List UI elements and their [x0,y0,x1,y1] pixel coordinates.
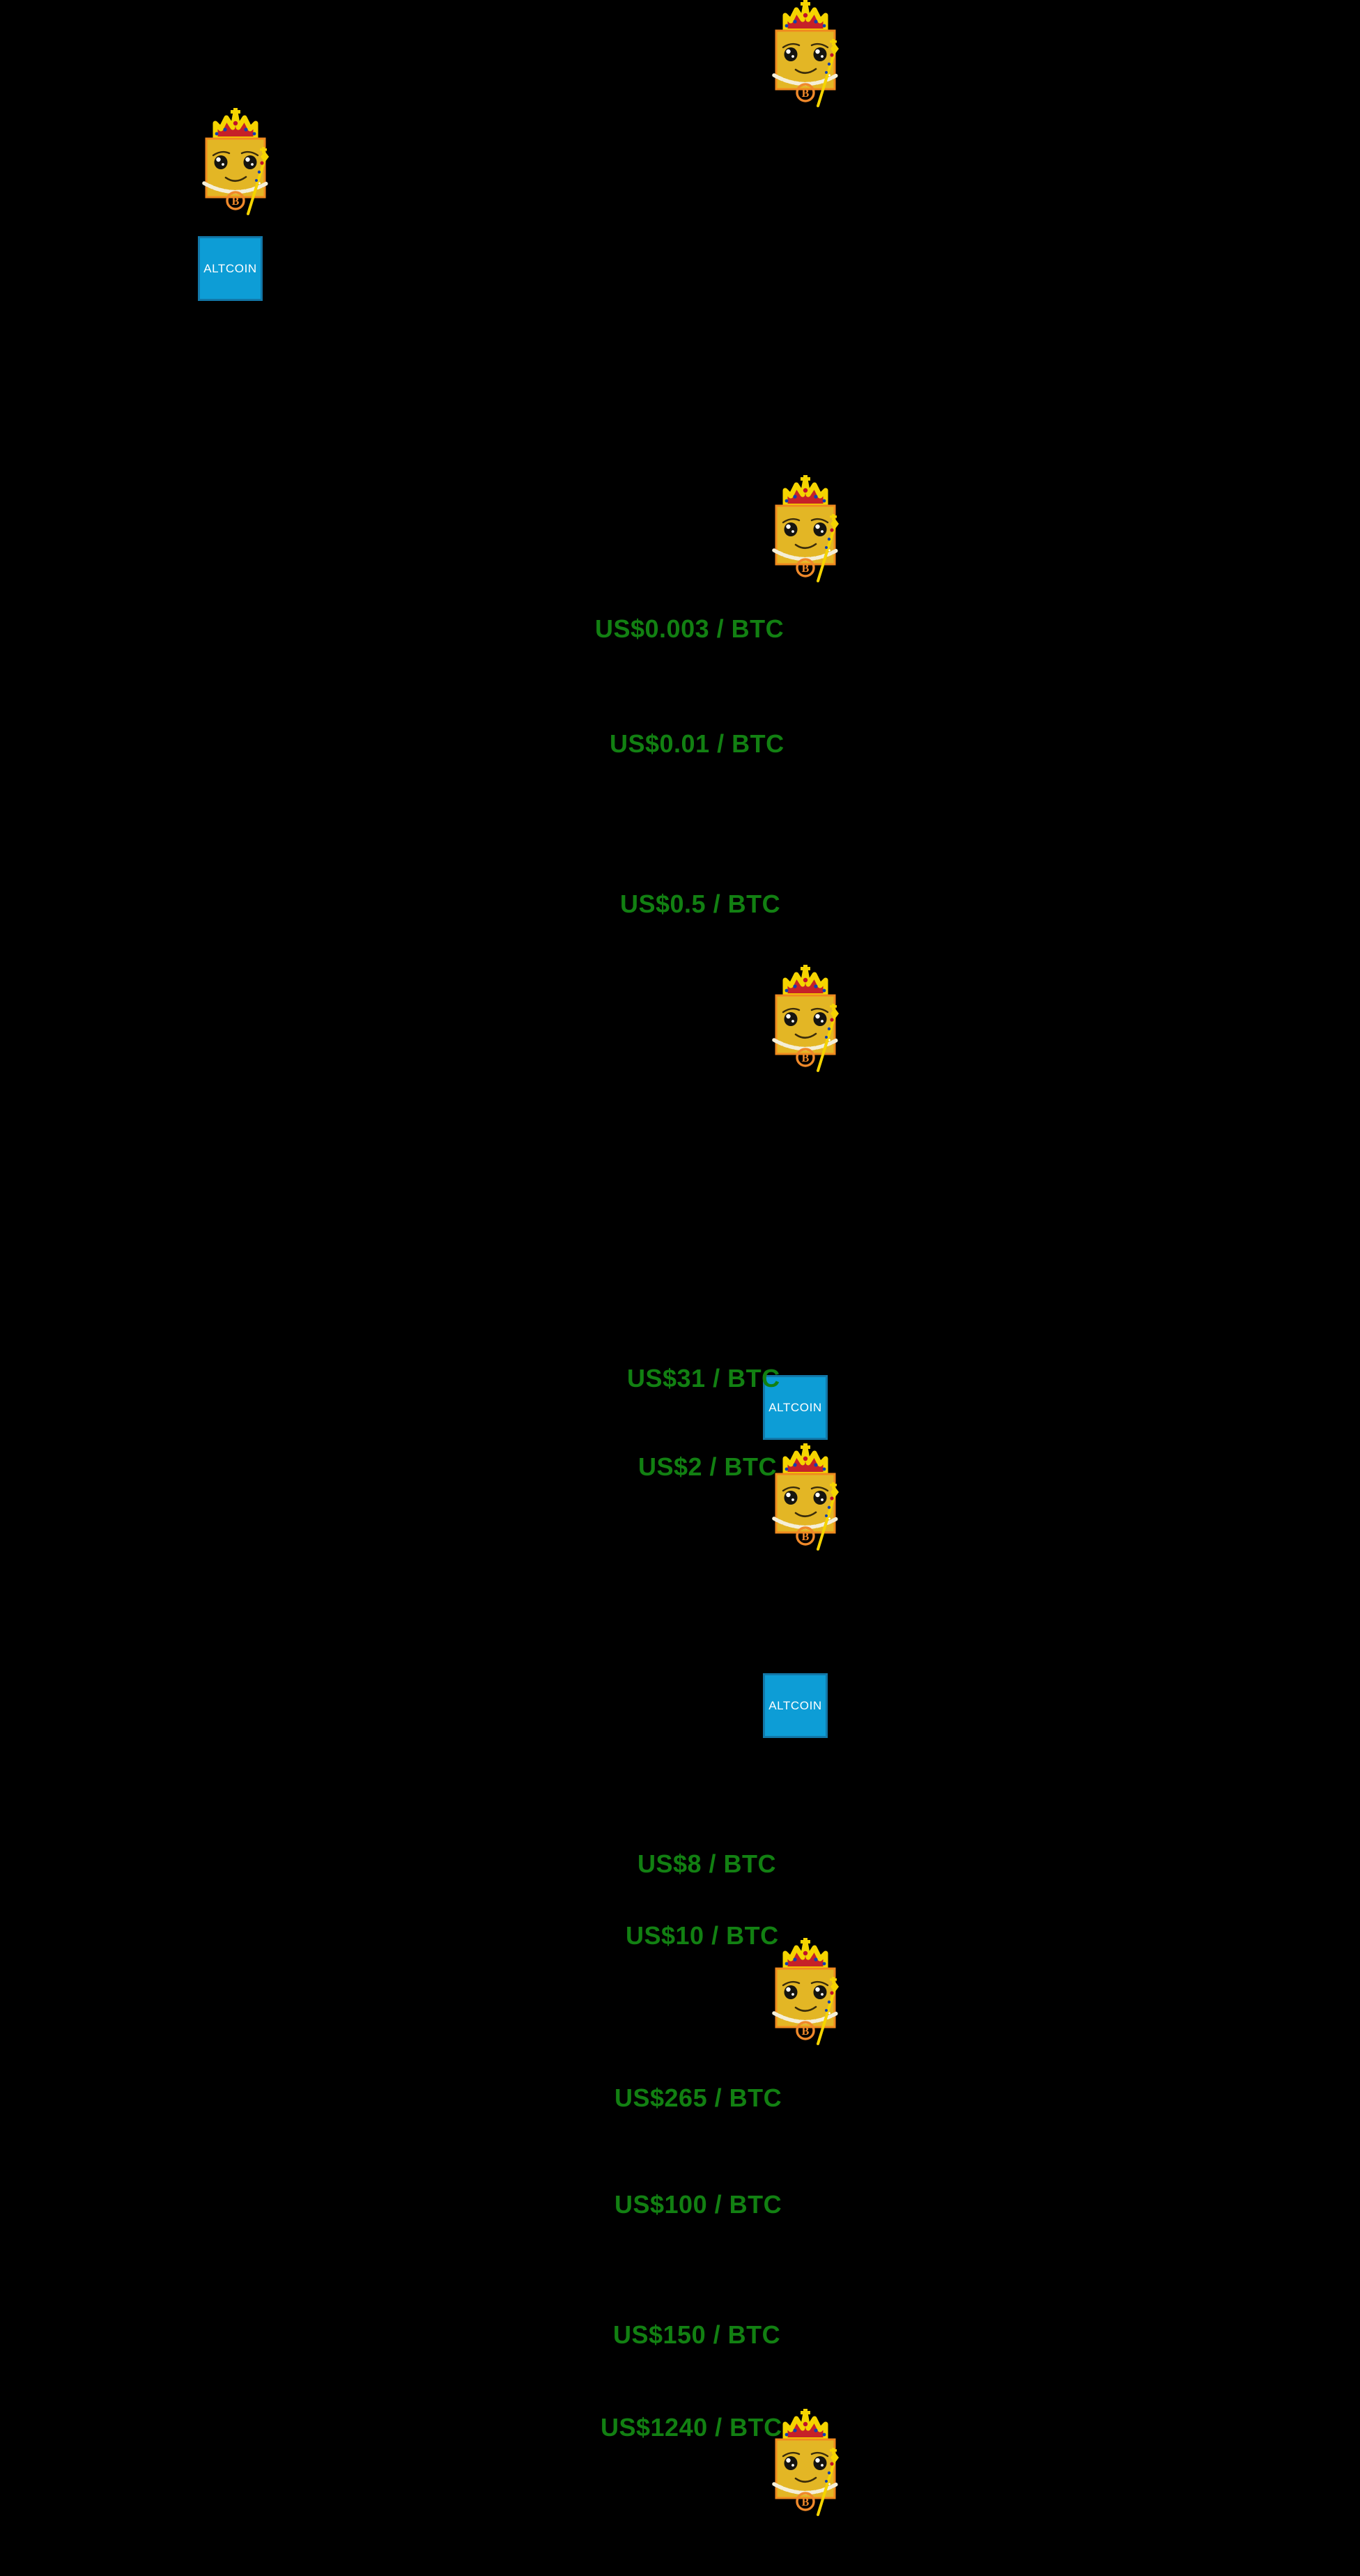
bitcoin-medallion-icon: B [796,558,815,577]
altcoin-block: ALTCOIN [763,1375,828,1440]
btc-price-label: US$8 / BTC [638,1849,777,1878]
bitcoin-medallion-icon: B [796,1526,815,1546]
altcoin-block-label: ALTCOIN [768,1698,822,1712]
bitcoin-medallion-icon: B [796,2492,815,2511]
svg-text:B: B [802,2026,810,2038]
btc-price-label: US$2 / BTC [638,1452,778,1481]
btc-price-label: US$10 / BTC [626,1921,779,1950]
altcoin-block: ALTCOIN [763,1673,828,1738]
bitcoin-king-character: B [192,108,279,218]
svg-text:B: B [802,563,810,575]
bitcoin-king-character: B [762,1443,849,1553]
altcoin-block-label: ALTCOIN [203,261,257,275]
scepter-icon [817,1482,839,1551]
bitcoin-king-character: B [762,2409,849,2519]
bitcoin-medallion-icon: B [226,191,245,210]
bitcoin-medallion-icon: B [796,2021,815,2040]
svg-text:B: B [802,88,810,100]
btc-price-label: US$0.5 / BTC [620,890,781,918]
scepter-icon [817,39,839,107]
btc-price-label: US$265 / BTC [615,2084,782,2112]
btc-price-label: US$150 / BTC [613,2320,781,2349]
btc-price-label: US$100 / BTC [615,2190,782,2219]
bitcoin-king-character: B [762,475,849,585]
scepter-icon [817,1004,839,1072]
bitcoin-king-character: B [762,1938,849,2048]
bitcoin-medallion-icon: B [796,1048,815,1067]
btc-price-label: US$31 / BTC [627,1364,780,1392]
btc-price-label: US$1240 / BTC [601,2413,782,2442]
bitcoin-king-character: B [762,965,849,1075]
svg-text:B: B [802,2497,810,2508]
bitcoin-king-character: B [762,0,849,110]
btc-price-label: US$0.003 / BTC [595,614,785,643]
altcoin-block-label: ALTCOIN [768,1400,822,1414]
svg-text:B: B [802,1053,810,1064]
scepter-icon [817,1977,839,2045]
bitcoin-medallion-icon: B [796,83,815,102]
scepter-icon [817,514,839,582]
scepter-icon [817,2448,839,2516]
scepter-icon [247,147,269,215]
svg-text:B: B [802,1531,810,1543]
svg-text:B: B [232,196,240,208]
altcoin-block: ALTCOIN [198,236,263,301]
btc-price-label: US$0.01 / BTC [610,729,785,758]
